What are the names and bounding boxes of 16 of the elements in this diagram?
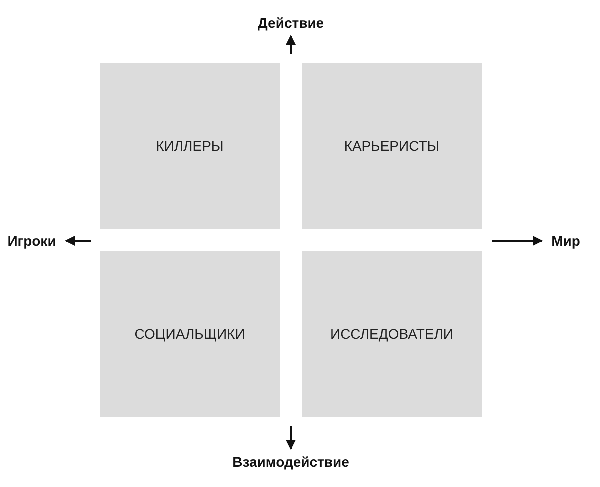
quadrant-label: ИССЛЕДОВАТЕЛИ	[330, 326, 454, 342]
quadrant-box	[100, 251, 280, 417]
axis-label: Мир	[552, 233, 580, 249]
quadrant-label: КИЛЛЕРЫ	[156, 138, 224, 154]
axis-label: Взаимодействие	[232, 454, 350, 470]
arrow	[286, 35, 296, 54]
arrow	[492, 236, 543, 246]
arrow	[65, 236, 91, 246]
quadrant-label: КАРЬЕРИСТЫ	[344, 138, 440, 154]
quadrant-box	[302, 63, 482, 229]
arrow	[286, 426, 296, 450]
axis-label: Игроки	[8, 233, 56, 249]
quadrant-box	[302, 251, 482, 417]
axis-label: Действие	[258, 15, 324, 31]
quadrant-label: СОЦИАЛЬЩИКИ	[134, 326, 246, 342]
quadrant-box	[100, 63, 280, 229]
